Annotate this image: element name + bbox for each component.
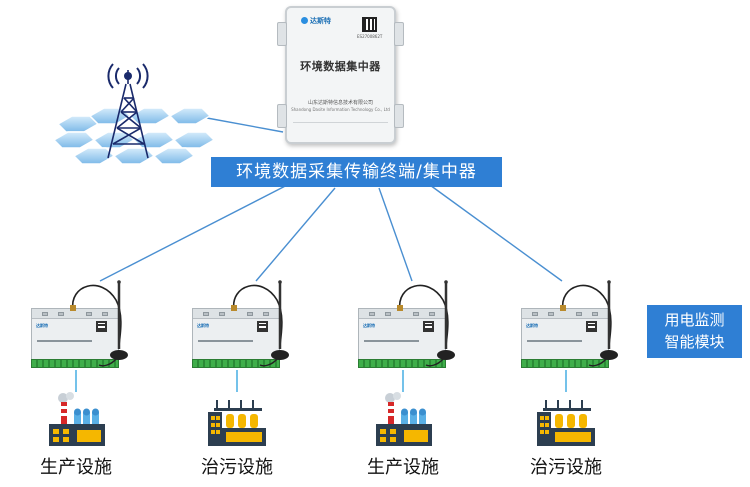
module-label-strip (527, 340, 582, 342)
antenna-icon (560, 280, 618, 367)
qr-code-icon (423, 321, 434, 332)
facility-label: 生产设施 (40, 457, 112, 478)
module-top-strip (32, 309, 118, 319)
qr-code-icon (96, 321, 107, 332)
mounting-ear (277, 104, 287, 128)
terminal-stud (86, 312, 92, 316)
treatment-plant-icon (537, 400, 595, 446)
antenna-icon (231, 280, 289, 367)
mounting-ear (394, 22, 404, 46)
qr-code-icon (362, 17, 377, 32)
terminal-stud (548, 312, 554, 316)
terminal-stud (429, 312, 435, 316)
device-title: 环境数据集中器 (300, 60, 381, 73)
facility-label: 治污设施 (530, 457, 602, 478)
collector-banner: 环境数据采集传输终端/集中器 (211, 157, 502, 187)
terminal-stud (219, 312, 225, 316)
module-label-strip (364, 340, 419, 342)
terminal-stud (532, 312, 538, 316)
terminal-stud (203, 312, 209, 316)
module-type-line-2: 智能模块 (664, 333, 725, 351)
tower-link (206, 117, 284, 133)
terminal-block (192, 359, 280, 368)
terminal-block (31, 359, 119, 368)
qr-code-icon (586, 321, 597, 332)
terminal-stud (413, 312, 419, 316)
module-body: 达斯特 (192, 308, 280, 360)
mounting-ear (277, 22, 287, 46)
module-brand: 达斯特 (36, 323, 48, 328)
terminal-stud (385, 312, 391, 316)
antenna-icon (397, 280, 455, 367)
module-brand: 达斯特 (363, 323, 375, 328)
link-module-4 (422, 179, 563, 282)
terminal-stud (58, 312, 64, 316)
power-monitoring-module: 达斯特 (521, 308, 609, 368)
treatment-plant-icon (208, 400, 266, 446)
qr-caption: ES2700862T (357, 34, 383, 39)
power-monitoring-module: 达斯特 (31, 308, 119, 368)
data-collector-device: 达斯特 ES2700862T 环境数据集中器 山东达斯特信息技术有限公司 Sha… (277, 6, 404, 144)
factory-icon (376, 392, 432, 446)
module-top-strip (522, 309, 608, 319)
module-body: 达斯特 (358, 308, 446, 360)
terminal-block (521, 359, 609, 368)
tower-network-icon (52, 63, 216, 165)
terminal-stud (42, 312, 48, 316)
module-type-line-1: 用电监测 (664, 311, 725, 329)
module-body: 达斯特 (521, 308, 609, 360)
link-module-2 (255, 187, 336, 282)
facility-label: 治污设施 (201, 457, 273, 478)
terminal-stud (576, 312, 582, 316)
power-monitoring-module: 达斯特 (358, 308, 446, 368)
device-bottom-ports (293, 122, 388, 137)
module-top-strip (359, 309, 445, 319)
company-name: 山东达斯特信息技术有限公司 (307, 100, 373, 106)
qr-code-icon (257, 321, 268, 332)
terminal-block (358, 359, 446, 368)
power-monitoring-module: 达斯特 (192, 308, 280, 368)
link-module-1 (99, 179, 298, 282)
terminal-stud (247, 312, 253, 316)
mounting-ear (394, 104, 404, 128)
module-top-strip (193, 309, 279, 319)
module-label-strip (198, 340, 253, 342)
antenna-icon (70, 280, 128, 367)
terminal-stud (369, 312, 375, 316)
terminal-stud (102, 312, 108, 316)
module-brand: 达斯特 (526, 323, 538, 328)
facility-label: 生产设施 (367, 457, 439, 478)
company-name-en: Shandong Dasite Information Technology C… (291, 107, 390, 112)
link-module-3 (378, 187, 413, 282)
module-brand: 达斯特 (197, 323, 209, 328)
terminal-stud (592, 312, 598, 316)
terminal-stud (263, 312, 269, 316)
factory-icon (49, 392, 105, 446)
module-label-strip (37, 340, 92, 342)
brand-logo: 达斯特 (301, 16, 331, 26)
module-type-label: 用电监测 智能模块 (647, 305, 742, 358)
